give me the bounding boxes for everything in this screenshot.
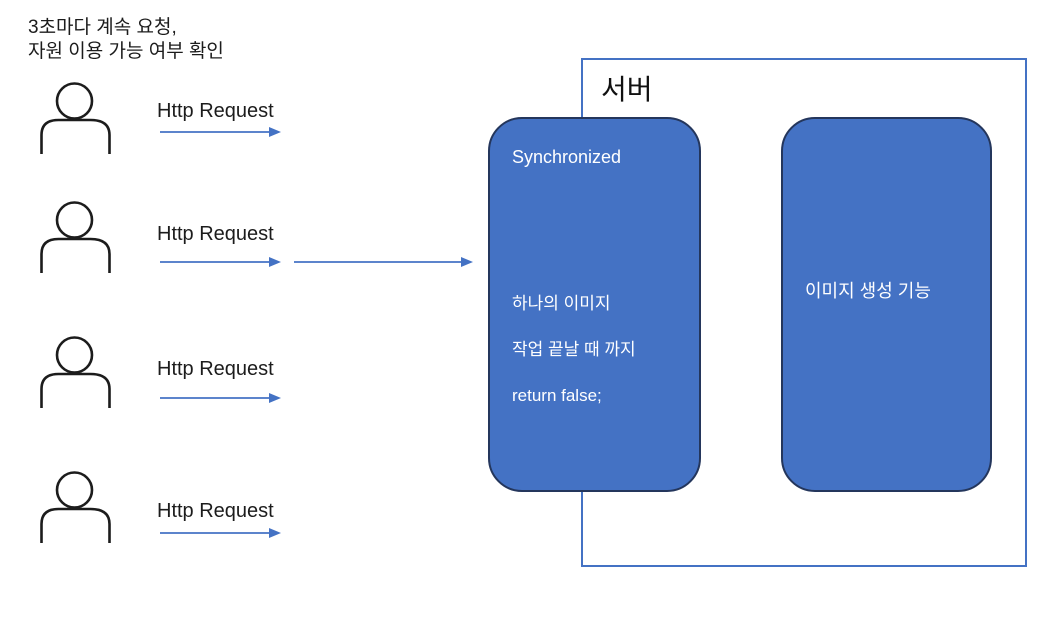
synchronized-box: Synchronized 하나의 이미지 작업 끝날 때 까지 return f… bbox=[488, 117, 701, 492]
request-arrow-icon bbox=[160, 126, 282, 138]
user-icon bbox=[37, 82, 114, 154]
user-icon bbox=[37, 201, 114, 273]
synchronized-box-body: 하나의 이미지 작업 끝날 때 까지 return false; bbox=[512, 269, 636, 430]
user-icon bbox=[37, 336, 114, 408]
http-request-label: Http Request bbox=[157, 223, 274, 245]
polling-annotation: 3초마다 계속 요청, 자원 이용 가능 여부 확인 bbox=[28, 16, 224, 64]
synchronized-box-title: Synchronized bbox=[512, 147, 622, 167]
image-generation-label: 이미지 생성 기능 bbox=[805, 281, 931, 301]
annotation-line-2: 자원 이용 가능 여부 확인 bbox=[28, 41, 224, 62]
image-generation-box: 이미지 생성 기능 bbox=[781, 117, 992, 492]
http-request-label: Http Request bbox=[157, 100, 274, 122]
annotation-line-1: 3초마다 계속 요청, bbox=[28, 17, 177, 38]
user-icon bbox=[37, 471, 114, 543]
server-title: 서버 bbox=[601, 74, 653, 105]
sync-body-line-2: 작업 끝날 때 까지 bbox=[512, 340, 636, 359]
request-arrow-icon bbox=[160, 527, 282, 539]
sync-body-line-3: return false; bbox=[512, 386, 602, 405]
sync-body-line-1: 하나의 이미지 bbox=[512, 294, 611, 313]
request-arrow-icon bbox=[160, 256, 282, 268]
http-request-label: Http Request bbox=[157, 358, 274, 380]
request-arrow-icon bbox=[160, 392, 282, 404]
http-request-label: Http Request bbox=[157, 500, 274, 522]
to-server-arrow-icon bbox=[294, 256, 474, 268]
